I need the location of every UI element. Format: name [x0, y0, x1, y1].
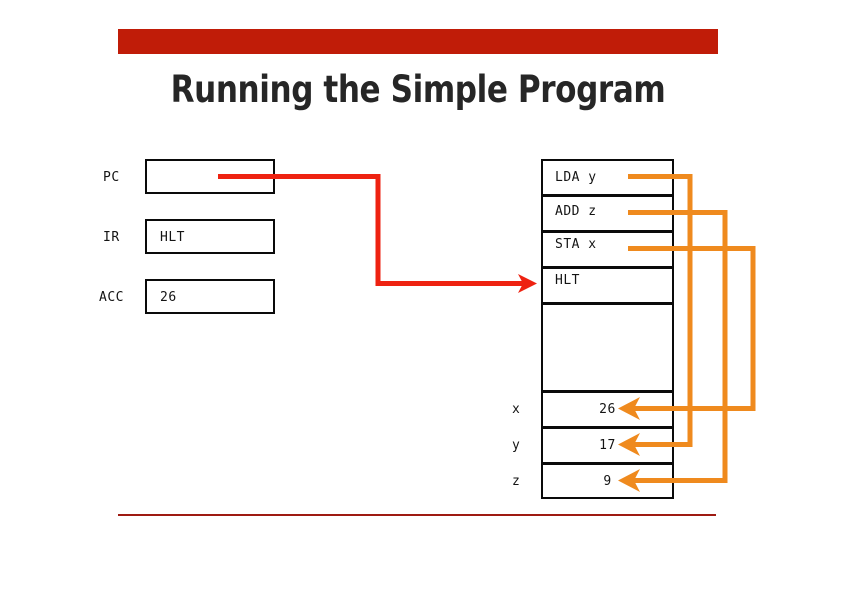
variable-label-z: z — [512, 474, 521, 489]
memory-cell-instruction[interactable]: HLT — [555, 273, 580, 288]
memory-row-divider — [541, 194, 674, 197]
memory-row-divider — [541, 302, 674, 305]
memory-cell-instruction[interactable]: ADD z — [555, 204, 597, 219]
memory-cell-instruction[interactable]: STA x — [555, 237, 597, 252]
memory-cell-instruction[interactable]: LDA y — [555, 170, 597, 185]
register-label-pc: PC — [103, 170, 120, 185]
variable-value-x[interactable]: 26 — [599, 402, 616, 417]
memory-row-divider — [541, 266, 674, 269]
footer-rule — [118, 514, 716, 516]
memory-row-divider — [541, 230, 674, 233]
register-box-pc[interactable] — [145, 159, 275, 194]
page-title: Running the Simple Program — [170, 68, 666, 111]
register-label-acc: ACC — [99, 290, 124, 305]
variable-value-z[interactable]: 9 — [603, 474, 612, 489]
memory-row-divider — [541, 426, 674, 429]
register-value-ir: HLT — [160, 230, 185, 245]
variable-label-y: y — [512, 438, 521, 453]
variable-label-x: x — [512, 402, 521, 417]
register-value-acc: 26 — [160, 290, 177, 305]
variable-value-y[interactable]: 17 — [599, 438, 616, 453]
memory-row-divider — [541, 462, 674, 465]
title-accent-bar — [118, 29, 718, 54]
memory-row-divider — [541, 390, 674, 393]
register-label-ir: IR — [103, 230, 120, 245]
